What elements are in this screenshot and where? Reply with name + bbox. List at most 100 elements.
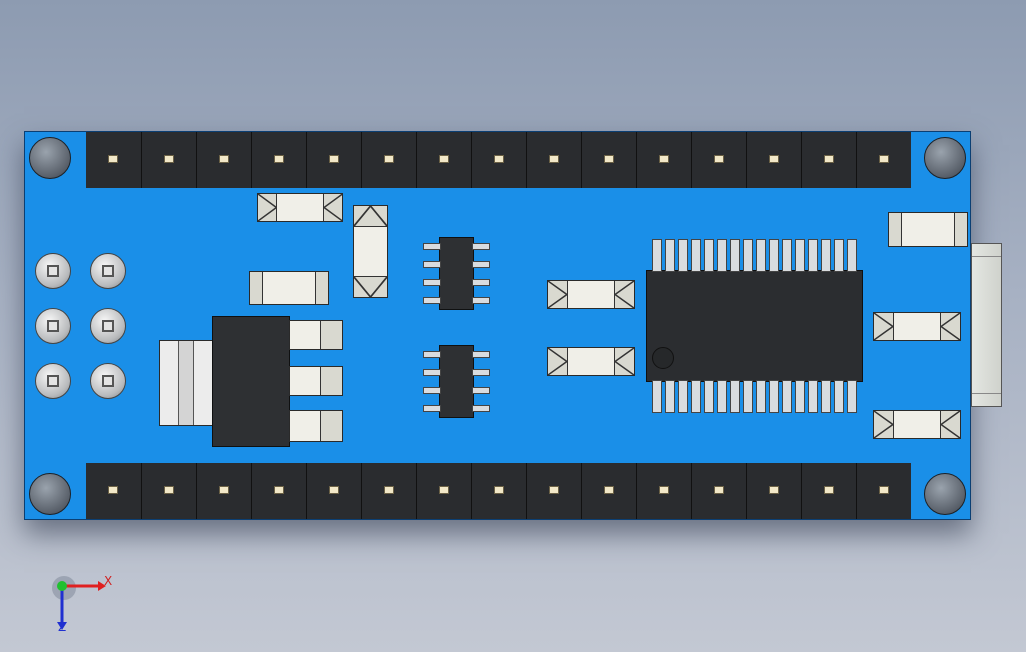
header-pin xyxy=(471,463,526,519)
header-pin xyxy=(86,132,141,188)
header-pin xyxy=(196,132,251,188)
mounting-hole-top-left xyxy=(29,137,71,179)
ic-lead xyxy=(704,239,714,272)
icsp-pad xyxy=(35,308,71,344)
regulator-lead xyxy=(289,410,343,442)
ic-lead xyxy=(423,297,441,304)
ic-lead xyxy=(795,380,805,413)
ic-lead xyxy=(743,380,753,413)
resistor-r2[interactable] xyxy=(547,280,635,309)
icsp-pad xyxy=(35,363,71,399)
header-pin xyxy=(746,463,801,519)
ic-lead xyxy=(782,239,792,272)
ic-lead xyxy=(472,261,490,268)
ic-lead xyxy=(665,380,675,413)
header-pin xyxy=(361,132,416,188)
ic-lead xyxy=(472,279,490,286)
ic-lead xyxy=(691,380,701,413)
icsp-pad xyxy=(90,363,126,399)
soic8-chip-u3[interactable] xyxy=(439,345,474,418)
ic-lead xyxy=(423,369,441,376)
usb-connector[interactable] xyxy=(971,243,1002,407)
header-pin xyxy=(141,132,196,188)
header-pin xyxy=(86,463,141,519)
header-pin xyxy=(636,463,691,519)
mounting-hole-top-right xyxy=(924,137,966,179)
main-ic-u1[interactable] xyxy=(646,270,863,382)
ic-lead xyxy=(730,380,740,413)
ic-lead xyxy=(808,380,818,413)
header-pin xyxy=(526,463,581,519)
ic-lead xyxy=(769,239,779,272)
ic-lead xyxy=(472,387,490,394)
ic-lead xyxy=(756,380,766,413)
capacitor-c2[interactable] xyxy=(888,212,968,247)
ic-lead xyxy=(665,239,675,272)
ic-lead xyxy=(717,380,727,413)
ic-lead xyxy=(472,405,490,412)
resistor-r5[interactable] xyxy=(873,410,961,439)
ic-lead xyxy=(678,239,688,272)
pin-header-bottom[interactable] xyxy=(86,463,911,519)
ic-lead xyxy=(834,380,844,413)
ic-lead xyxy=(652,239,662,272)
axis-x-label: X xyxy=(104,574,113,588)
ic-lead xyxy=(821,380,831,413)
header-pin xyxy=(856,463,911,519)
header-pin xyxy=(856,132,911,188)
capacitor-c1[interactable] xyxy=(249,271,329,305)
icsp-pad xyxy=(90,308,126,344)
regulator-lead xyxy=(289,366,343,396)
ic-lead xyxy=(423,351,441,358)
regulator-lead xyxy=(289,320,343,350)
header-pin xyxy=(526,132,581,188)
ic-lead xyxy=(423,405,441,412)
axis-z-label: Z xyxy=(58,620,67,634)
mounting-hole-bottom-right xyxy=(924,473,966,515)
pin-header-top[interactable] xyxy=(86,132,911,188)
header-pin xyxy=(306,132,361,188)
ic-lead xyxy=(730,239,740,272)
ic-lead xyxy=(717,239,727,272)
resistor-r4[interactable] xyxy=(873,312,961,341)
header-pin xyxy=(196,463,251,519)
ic-lead xyxy=(769,380,779,413)
header-pin xyxy=(251,132,306,188)
ic-lead xyxy=(821,239,831,272)
header-pin xyxy=(801,463,856,519)
ic-lead xyxy=(691,239,701,272)
ic-lead xyxy=(472,243,490,250)
resistor-r1[interactable] xyxy=(257,193,343,222)
header-pin xyxy=(801,132,856,188)
ic-lead xyxy=(834,239,844,272)
header-pin xyxy=(251,463,306,519)
regulator-tab xyxy=(159,340,215,426)
ic-lead xyxy=(423,243,441,250)
ic-lead xyxy=(847,380,857,413)
icsp-pad xyxy=(90,253,126,289)
ic-lead xyxy=(743,239,753,272)
pin1-marker xyxy=(652,347,674,369)
header-pin xyxy=(471,132,526,188)
header-pin xyxy=(691,463,746,519)
voltage-regulator[interactable] xyxy=(212,316,290,447)
ic-lead xyxy=(808,239,818,272)
pcb-board[interactable] xyxy=(24,131,971,520)
ic-lead xyxy=(756,239,766,272)
header-pin xyxy=(691,132,746,188)
soic8-chip-u2[interactable] xyxy=(439,237,474,310)
header-pin xyxy=(361,463,416,519)
header-pin xyxy=(581,463,636,519)
mounting-hole-bottom-left xyxy=(29,473,71,515)
header-pin xyxy=(416,463,471,519)
ic-lead xyxy=(795,239,805,272)
axis-triad-icon: X Z xyxy=(46,570,126,640)
icsp-pad xyxy=(35,253,71,289)
ic-lead xyxy=(472,369,490,376)
header-pin xyxy=(416,132,471,188)
diode-d1[interactable] xyxy=(353,205,388,298)
resistor-r3[interactable] xyxy=(547,347,635,376)
header-pin xyxy=(306,463,361,519)
ic-lead xyxy=(423,387,441,394)
